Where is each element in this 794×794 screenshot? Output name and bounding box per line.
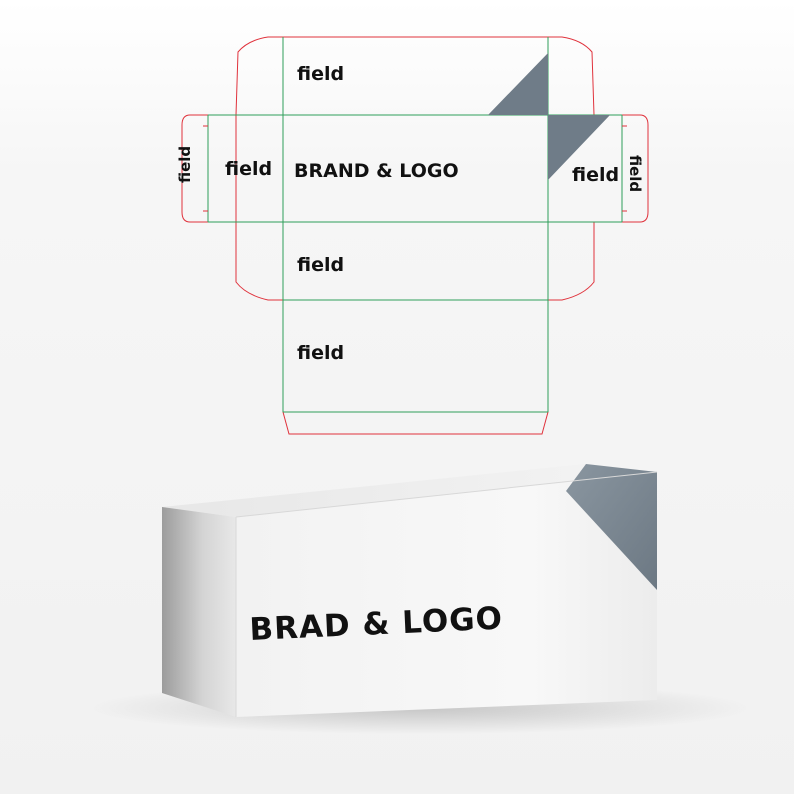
dieline-top-field-label: field bbox=[297, 63, 344, 85]
dieline-back-field-label: field bbox=[297, 254, 344, 276]
dieline-left-side-field-label: field bbox=[225, 158, 272, 180]
box-front-face bbox=[236, 472, 657, 717]
dieline-right-flap-cut bbox=[594, 114, 649, 223]
dieline-front-brand-label: BRAND & LOGO bbox=[294, 160, 459, 182]
dieline-crease-marks bbox=[203, 125, 627, 212]
dieline-right-side-field-label: field bbox=[572, 164, 619, 186]
box-accent-corner-shape bbox=[566, 464, 657, 590]
box-top-face bbox=[162, 464, 657, 517]
dieline-left-flap-field-label: field bbox=[176, 146, 194, 183]
box-dieline: field BRAND & LOGO field field field fie… bbox=[176, 36, 649, 435]
dieline-accent-corner-shape bbox=[488, 53, 610, 180]
dieline-fold-lines bbox=[207, 37, 623, 413]
dieline-bottom-field-label: field bbox=[297, 342, 344, 364]
box-mockup: BRAD & LOGO bbox=[90, 464, 750, 734]
box-edges bbox=[235, 471, 658, 717]
dieline-right-flap-field-label: field bbox=[626, 155, 644, 192]
dieline-lower-dust-flaps-cut bbox=[235, 222, 595, 301]
box-side-face bbox=[162, 507, 236, 717]
dieline-left-flap-cut bbox=[181, 114, 237, 223]
